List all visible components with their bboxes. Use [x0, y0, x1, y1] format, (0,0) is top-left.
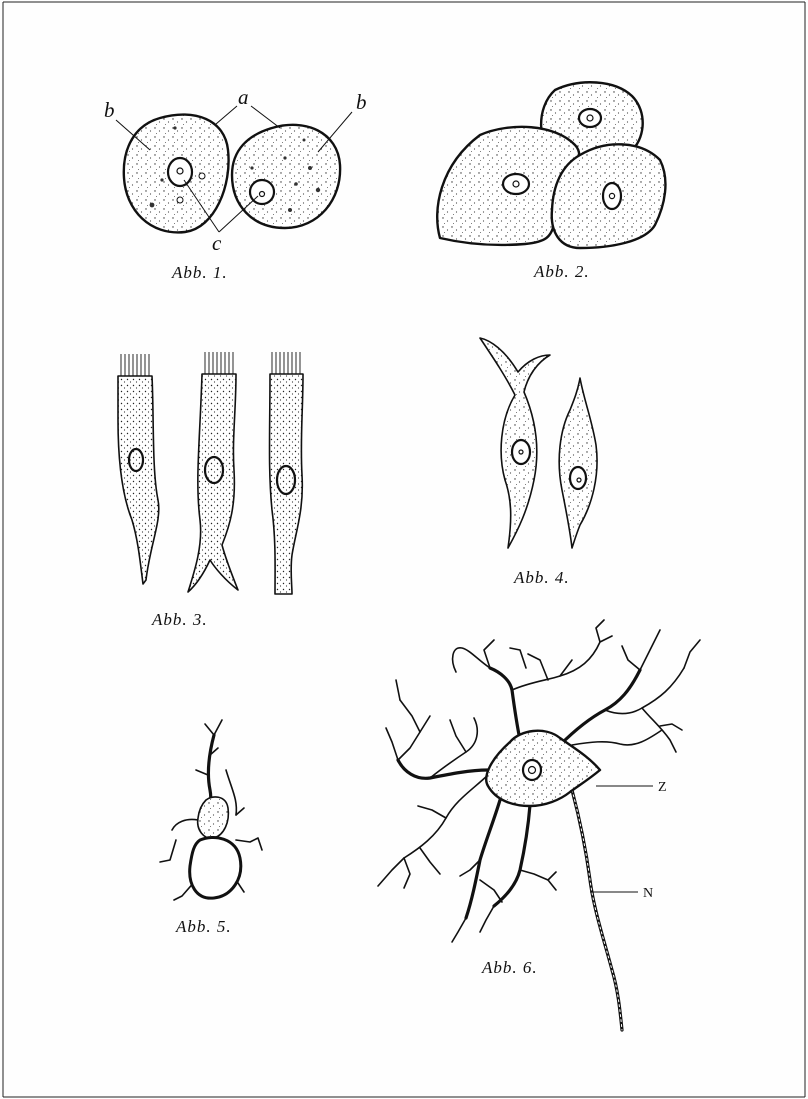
fig1-label-c: c — [212, 231, 222, 255]
fig5-caption: Abb. 5. — [175, 917, 232, 936]
fig5-cell-body-lower — [190, 837, 241, 898]
fig3-cilia-1 — [121, 354, 149, 376]
fig1-label-a: a — [238, 85, 249, 109]
fig3-cell-1 — [118, 354, 159, 584]
fig6-nucleolus — [529, 767, 536, 774]
figure-4: Abb. 4. — [480, 338, 597, 587]
fig4-caption: Abb. 4. — [513, 568, 570, 587]
fig3-cell-2 — [188, 352, 238, 592]
fig1-label-b-right: b — [356, 90, 367, 114]
fig6-caption: Abb. 6. — [481, 958, 538, 977]
fig5-cell-body-upper — [198, 797, 229, 838]
fig6-label-n: N — [643, 886, 653, 901]
fig1-cell-right — [232, 125, 340, 228]
fig2-caption: Abb. 2. — [533, 262, 590, 281]
figure-1: b a b c Abb. 1. — [104, 85, 367, 282]
fig1-nucleolus-right — [260, 192, 265, 197]
fig6-cell-body — [486, 731, 600, 806]
figure-2: Abb. 2. — [437, 82, 665, 281]
fig6-leader-lines — [590, 786, 653, 892]
fig3-cell-3 — [270, 352, 304, 594]
fig4-cell-right — [559, 378, 597, 548]
figure-6: Z N Abb. 6. — [378, 620, 700, 1030]
figure-3: Abb. 3. — [118, 352, 303, 629]
fig1-caption: Abb. 1. — [171, 263, 228, 282]
figure-5: Abb. 5. — [160, 720, 262, 936]
fig1-label-b-left: b — [104, 98, 115, 122]
fig1-nucleolus-left — [177, 168, 183, 174]
fig6-axon — [572, 790, 622, 1030]
fig6-label-z: Z — [658, 780, 667, 795]
fig3-caption: Abb. 3. — [151, 610, 208, 629]
fig3-cilia-2 — [205, 352, 233, 374]
fig3-cilia-3 — [272, 352, 300, 374]
